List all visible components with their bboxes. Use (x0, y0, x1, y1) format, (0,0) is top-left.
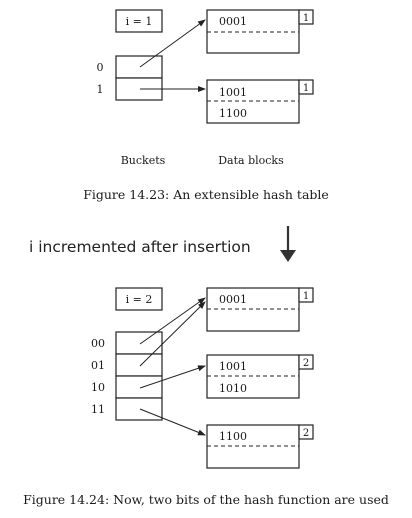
record-key: 1100 (219, 107, 247, 120)
data-blocks-label: Data blocks (218, 154, 284, 167)
bucket-cell (115, 397, 163, 421)
figure-caption: Figure 14.23: An extensible hash table (83, 187, 329, 202)
bucket-pointer-arrow (139, 301, 206, 367)
global-depth-box (115, 9, 163, 33)
annotation-text: i incremented after insertion (29, 238, 251, 256)
bucket-index-label: 1 (97, 83, 104, 96)
local-depth-value: 1 (303, 13, 309, 24)
local-depth-nub (298, 9, 314, 25)
global-depth-box (115, 287, 163, 311)
bucket-cell (115, 55, 163, 79)
local-depth-nub (298, 424, 314, 440)
bucket-pointer-arrow (139, 408, 206, 436)
local-depth-value: 1 (303, 291, 309, 302)
bucket-pointer-arrow (139, 19, 206, 68)
bucket-cell (115, 353, 163, 377)
record-key: 1001 (219, 86, 247, 99)
local-depth-value: 1 (303, 83, 309, 94)
bucket-pointer-arrow (139, 297, 206, 345)
record-key: 1100 (219, 430, 247, 443)
local-depth-nub (298, 79, 314, 95)
bucket-cell (115, 375, 163, 399)
bucket-index-label: 0 (97, 61, 104, 74)
global-depth-label: i = 1 (126, 15, 153, 28)
local-depth-nub (298, 287, 314, 303)
bucket-index-label: 10 (91, 381, 105, 394)
bucket-index-label: 00 (91, 337, 105, 350)
buckets-label: Buckets (121, 154, 166, 167)
record-key: 0001 (219, 293, 247, 306)
annotation: i incremented after insertion (29, 226, 296, 262)
record-key: 1010 (219, 382, 247, 395)
global-depth-label: i = 2 (126, 293, 153, 306)
local-depth-value: 2 (303, 428, 309, 439)
record-key: 0001 (219, 15, 247, 28)
down-arrow-icon (280, 226, 296, 262)
bucket-index-label: 01 (91, 359, 105, 372)
local-depth-value: 2 (303, 358, 309, 369)
local-depth-nub (298, 354, 314, 370)
bucket-pointer-arrow (139, 365, 206, 389)
figure-caption: Figure 14.24: Now, two bits of the hash … (23, 492, 389, 507)
bucket-index-label: 11 (91, 403, 105, 416)
record-key: 1001 (219, 360, 247, 373)
figure-14-24: i = 2 00 01 10 11 1 0001 2 1001 1010 2 1… (23, 287, 389, 507)
figure-14-23: i = 1 0 1 1 0001 1 1001 1100 Buckets Dat… (83, 9, 329, 202)
